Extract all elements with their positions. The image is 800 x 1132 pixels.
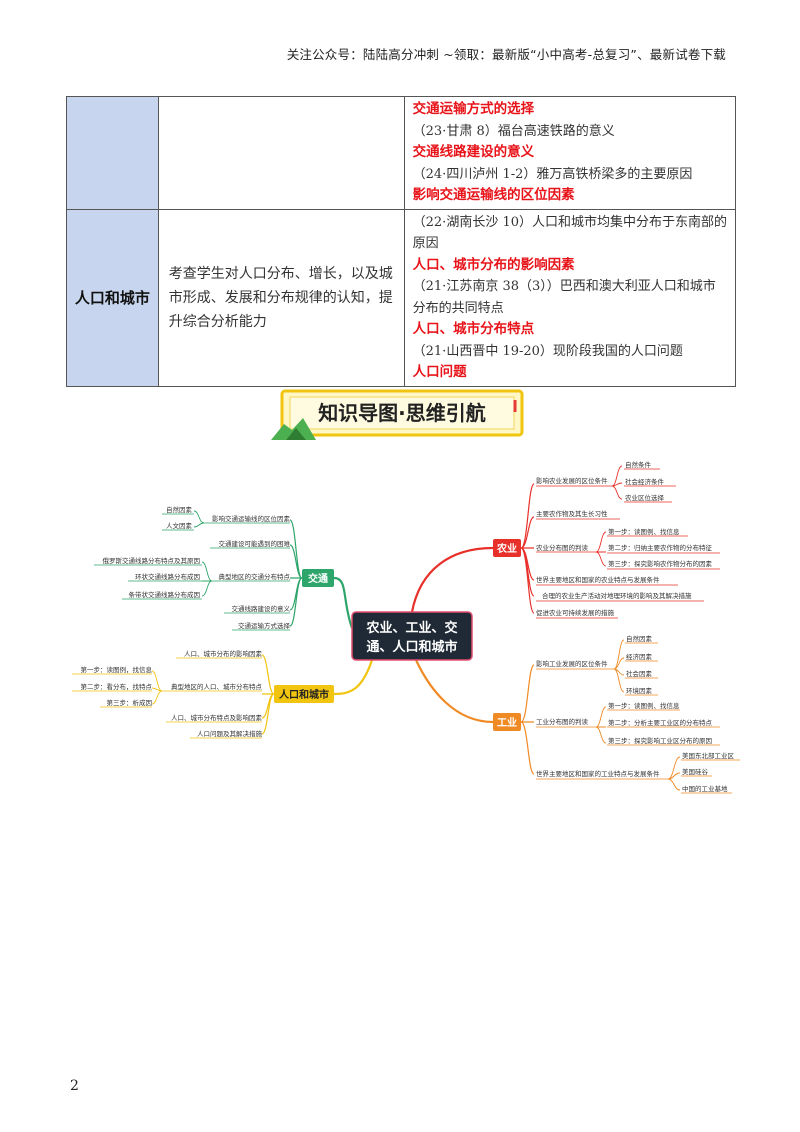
mindmap-leaf: 农业分布图的判读 (536, 543, 589, 552)
transport-node: 交通 (308, 572, 328, 585)
exam-point-heading: 人口、城市分布特点 (412, 321, 535, 337)
exam-point-heading: 影响交通运输线的区位因素 (412, 187, 575, 203)
requirement-cell (157, 96, 405, 210)
mindmap-leaf: 合理的农业生产活动对地理环境的影响及其解决措施 (542, 591, 692, 600)
exam-question-ref: （21·江苏南京 38（3））巴西和澳大利亚人口和城市 (412, 279, 716, 294)
topic-cell (66, 96, 159, 210)
mindmap-leaf: 自然因素 (626, 634, 653, 643)
mindmap-leaf: 人文因素 (166, 521, 193, 530)
exam-point-heading: 人口、城市分布的影响因素 (412, 256, 575, 273)
mindmap-leaf: 人口、城市分布特点及影响因素 (171, 713, 263, 722)
mindmap-leaf: 美国硅谷 (682, 767, 709, 776)
exam-question-ref: （21·山西晋中 19-20）现阶段我国的人口问题 (412, 343, 683, 359)
exam-points-cell: （22·湖南长沙 10）人口和城市均集中分布于东南部的原因人口、城市分布的影响因… (403, 208, 737, 387)
mindmap-leaf: 中国的工业基地 (682, 784, 728, 793)
mindmap-leaf: 人口问题及其解决措施 (197, 729, 263, 738)
mindmap-leaf: 自然条件 (625, 460, 652, 469)
mindmap-leaf: 第三步：析成因 (107, 698, 153, 707)
mindmap-leaf: 第一步：读图例，找信息 (81, 665, 153, 674)
table-row: 交通运输方式的选择 （23·甘肃 8）福台高速铁路的意义交通线路建设的意义 （24·… (66, 96, 737, 210)
mindmap-leaf: 交通运输方式选择 (238, 621, 291, 630)
mindmap-leaf: 世界主要地区和国家的农业特点与发展条件 (536, 575, 660, 584)
mindmap-leaf: 经济因素 (626, 652, 653, 661)
table-row: 人口和城市 考查学生对人口分布、增长，以及城市形成、发展和分布规律的认知，提升综… (66, 208, 737, 387)
exam-question-ref: （24·四川泸州 1-2）雅万高铁桥梁多的主要原因 (412, 166, 693, 182)
exam-question-ref: （23·甘肃 8）福台高速铁路的意义 (412, 123, 615, 139)
requirement-cell: 考查学生对人口分布、增长，以及城市形成、发展和分布规律的认知，提升综合分析能力 (157, 208, 405, 387)
branch-industry: 工业 影响工业发展的区位条件 工业分布图的判读 世界主要地区和国家的工业特点与发… (493, 634, 740, 794)
mindmap-leaf: 第三步：探究影响工业区分布的原因 (608, 736, 712, 745)
mindmap-leaf: 环境因素 (626, 686, 653, 695)
mindmap-leaf: 社会因素 (626, 669, 653, 678)
topic-cell: 人口和城市 (66, 208, 159, 387)
page-header: 关注公众号：陆陆高分冲刺 ~领取：最新版“小中高考-总复习”、最新试卷下载 (286, 47, 726, 62)
banner: 知识导图·思维引航 (271, 389, 524, 440)
exam-point-heading: 人口问题 (412, 364, 467, 380)
mindmap-leaf: 第二步：看分布，找特点 (81, 682, 153, 691)
center-node: 农业、工业、交 通、人口和城市 (351, 611, 473, 661)
branch-transport: 交通 影响交通运输线的区位因素 交通建设可能遇到的困难 典型地区的交通分布特点 … (94, 505, 334, 631)
mindmap-leaf: 自然因素 (166, 505, 193, 514)
exam-point-heading: 交通运输方式的选择 (412, 101, 535, 117)
exam-question-ref: 原因 (412, 236, 439, 251)
exam-question-ref: （22·湖南长沙 10）人口和城市均集中分布于东南部的 (412, 214, 727, 230)
mindmap-leaf: 交通建设可能遇到的困难 (219, 539, 291, 548)
population-node: 人口和城市 (279, 688, 329, 701)
mindmap-leaf: 美国东北部工业区 (682, 751, 735, 760)
mindmap-leaf: 典型地区的交通分布特点 (219, 572, 291, 581)
mindmap-leaf: 影响交通运输线的区位因素 (212, 514, 291, 523)
mindmap-leaf: 典型地区的人口、城市分布特点 (171, 682, 263, 691)
center-title-line: 农业、工业、交 (365, 620, 457, 636)
page-number: 2 (70, 1078, 79, 1094)
agriculture-node: 农业 (496, 542, 517, 555)
mindmap-leaf: 第一步：读图例、找信息 (608, 701, 680, 710)
knowledge-table: 交通运输方式的选择 （23·甘肃 8）福台高速铁路的意义交通线路建设的意义 （24·… (66, 96, 737, 387)
mindmap-leaf: 主要农作物及其生长习性 (536, 509, 608, 518)
mindmap-leaf: 工业分布图的判读 (536, 717, 589, 726)
branch-agriculture: 农业 影响农业发展的区位条件 主要农作物及其生长习性 农业分布图的判读 世界主要… (493, 460, 720, 619)
mindmap-leaf: 社会经济条件 (625, 477, 665, 486)
mountain-icon (271, 418, 316, 440)
mind-map: 知识导图·思维引航 农业、工业、交 通、人口和城市 农业 影响农业发展的区位条件… (0, 385, 800, 819)
center-title-line: 通、人口和城市 (366, 639, 457, 655)
industry-node: 工业 (497, 716, 517, 729)
mindmap-leaf: 促进农业可持续发展的措施 (536, 608, 615, 617)
mindmap-leaf: 交通线路建设的意义 (232, 604, 291, 613)
mindmap-leaf: 影响工业发展的区位条件 (536, 659, 608, 668)
mindmap-leaf: 第三步：探究影响农作物分布的因素 (608, 559, 713, 568)
mindmap-leaf: 影响农业发展的区位条件 (536, 476, 608, 485)
mindmap-leaf: 俄罗斯交通线路分布特点及其原因 (103, 556, 201, 565)
mindmap-leaf: 人口、城市分布的影响因素 (184, 649, 263, 658)
mindmap-leaf: 第二步：归纳主要农作物的分布特征 (608, 543, 713, 552)
branch-population: 人口和城市 人口、城市分布的影响因素 典型地区的人口、城市分布特点 人口、城市分… (72, 649, 334, 739)
mindmap-leaf: 农业区位选择 (625, 493, 665, 502)
mindmap-leaf: 第一步：读图例、找信息 (608, 527, 680, 536)
mindmap-leaf: 条带状交通线路分布成因 (129, 590, 201, 599)
mindmap-leaf: 第二步：分析主要工业区的分布特点 (608, 718, 713, 727)
mindmap-leaf: 环状交通线路分布成因 (135, 572, 200, 581)
exam-question-ref: 分布的共同特点 (412, 300, 504, 316)
mindmap-leaf: 世界主要地区和国家的工业特点与发展条件 (536, 769, 660, 778)
exam-points-cell: 交通运输方式的选择 （23·甘肃 8）福台高速铁路的意义交通线路建设的意义 （24·… (403, 96, 737, 210)
banner-title: 知识导图·思维引航 (318, 401, 486, 425)
exam-point-heading: 交通线路建设的意义 (412, 144, 535, 160)
